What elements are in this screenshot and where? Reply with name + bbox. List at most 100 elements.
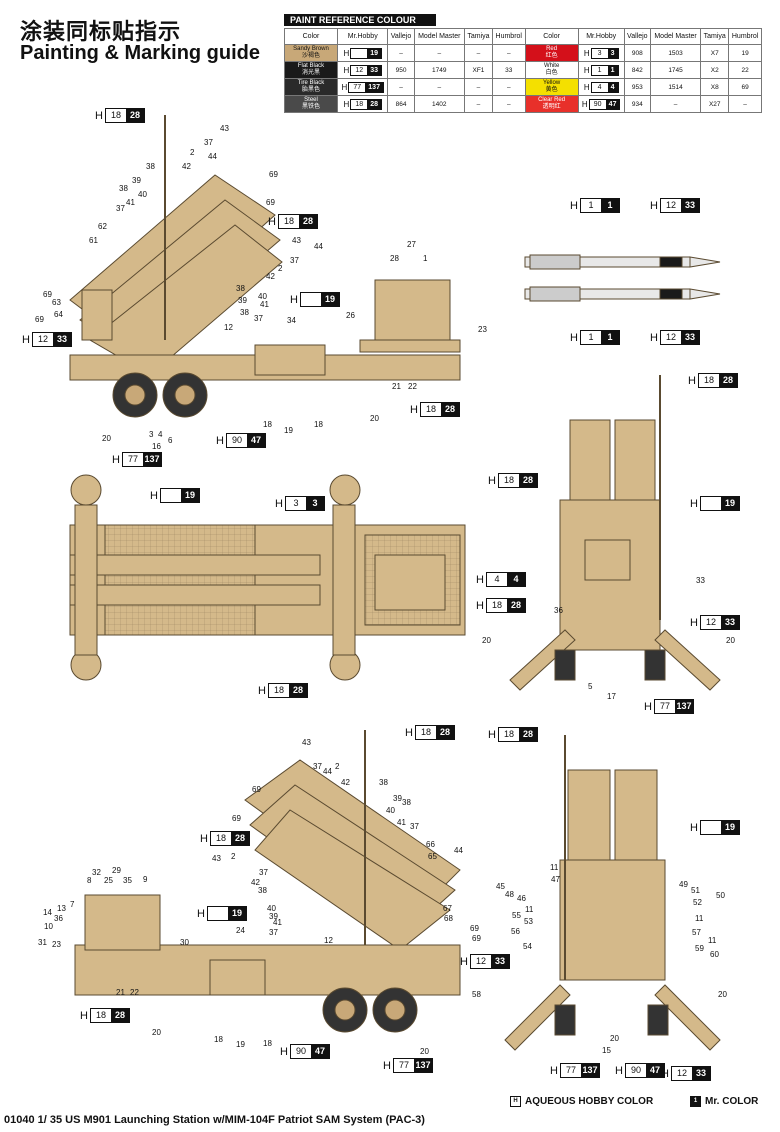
color-name-cn: 透明红 bbox=[542, 104, 561, 110]
part-number: 37 bbox=[254, 314, 263, 323]
part-number: 42 bbox=[341, 778, 350, 787]
callout-code-dark: 28 bbox=[440, 403, 459, 416]
part-number: 51 bbox=[691, 886, 700, 895]
col-tamiya: Tamiya bbox=[463, 28, 493, 45]
callout-prefix: H bbox=[290, 293, 298, 306]
part-number: 58 bbox=[472, 990, 481, 999]
color-name: Red bbox=[546, 46, 558, 52]
part-number: 38 bbox=[379, 778, 388, 787]
part-number: 20 bbox=[370, 414, 379, 423]
callout-code-dark: 19 bbox=[320, 293, 339, 306]
color-name-cn: 黄色 bbox=[545, 87, 558, 93]
callout-code-dark: 33 bbox=[680, 199, 699, 212]
callout-code-light: 90 bbox=[625, 1064, 646, 1077]
part-number: 53 bbox=[524, 917, 533, 926]
callout-code-light: 18 bbox=[698, 374, 719, 387]
part-number: 20 bbox=[102, 434, 111, 443]
part-number: 7 bbox=[70, 900, 75, 909]
part-number: 37 bbox=[116, 204, 125, 213]
part-number: 2 bbox=[190, 148, 195, 157]
part-number: 1 bbox=[423, 254, 428, 263]
part-number: 24 bbox=[236, 926, 245, 935]
part-number: 42 bbox=[182, 162, 191, 171]
part-number: 61 bbox=[89, 236, 98, 245]
callout-code-light bbox=[300, 293, 321, 306]
part-number: 13 bbox=[57, 904, 66, 913]
part-number: 2 bbox=[231, 852, 236, 861]
callout-code-dark: 28 bbox=[110, 1009, 129, 1022]
callout-code-dark: 47 bbox=[246, 434, 265, 447]
part-number: 48 bbox=[505, 890, 514, 899]
part-number: 37 bbox=[204, 138, 213, 147]
part-number: 57 bbox=[692, 928, 701, 937]
part-number: 9 bbox=[143, 875, 148, 884]
callout-code-light: 18 bbox=[498, 474, 519, 487]
callout-code-light: 12 bbox=[700, 616, 721, 629]
hobby-code-light: 1 bbox=[591, 65, 608, 75]
callout-prefix: H bbox=[80, 1009, 88, 1022]
part-number: 43 bbox=[302, 738, 311, 747]
callout-prefix: H bbox=[488, 728, 496, 741]
tamiya-left: – bbox=[463, 95, 493, 113]
part-number: 20 bbox=[420, 1047, 429, 1056]
part-number: 69 bbox=[232, 814, 241, 823]
callout-code-dark: 1 bbox=[600, 331, 619, 344]
callout-prefix: H bbox=[570, 199, 578, 212]
part-number: 3 bbox=[149, 430, 154, 439]
part-number: 14 bbox=[43, 908, 52, 917]
part-number: 17 bbox=[607, 692, 616, 701]
callout-code-light: 12 bbox=[660, 331, 681, 344]
callout-prefix: H bbox=[383, 1059, 391, 1072]
part-number: 23 bbox=[52, 940, 61, 949]
part-number: 4 bbox=[158, 430, 163, 439]
color-name-cn: 白色 bbox=[545, 70, 558, 76]
part-number: 20 bbox=[152, 1028, 161, 1037]
part-number: 42 bbox=[266, 272, 275, 281]
tamiya-right: X27 bbox=[700, 95, 730, 113]
part-number: 59 bbox=[695, 944, 704, 953]
part-number: 19 bbox=[284, 426, 293, 435]
part-number: 69 bbox=[470, 924, 479, 933]
callout-code-dark: 28 bbox=[298, 215, 317, 228]
callout-code-dark: 19 bbox=[227, 907, 246, 920]
callout-prefix: H bbox=[650, 199, 658, 212]
hobby-code-light: 18 bbox=[351, 99, 368, 109]
callout-code-dark: 33 bbox=[490, 955, 509, 968]
callout-prefix: H bbox=[405, 726, 413, 739]
part-number: 37 bbox=[410, 822, 419, 831]
part-number: 41 bbox=[260, 300, 269, 309]
callout-code-dark: 137 bbox=[674, 700, 693, 713]
part-number: 41 bbox=[397, 818, 406, 827]
part-number: 18 bbox=[263, 1039, 272, 1048]
color-name-cn: 黑铁色 bbox=[301, 104, 320, 110]
callout-prefix: H bbox=[476, 599, 484, 612]
part-number: 10 bbox=[44, 922, 53, 931]
callout-prefix: H bbox=[112, 453, 120, 466]
callout-prefix: H bbox=[644, 700, 652, 713]
callout-code-dark: 4 bbox=[506, 573, 525, 586]
callout-code-dark: 19 bbox=[720, 497, 739, 510]
callout-code-dark: 47 bbox=[645, 1064, 664, 1077]
callout-prefix: H bbox=[275, 497, 283, 510]
callout-code-light: 1 bbox=[580, 331, 601, 344]
callout-prefix: H bbox=[550, 1064, 558, 1077]
color-name-cn: 胎黑色 bbox=[301, 87, 320, 93]
col-modelmaster-2: Model Master bbox=[649, 28, 702, 45]
color-name: Sandy Brown bbox=[293, 46, 329, 52]
col-modelmaster: Model Master bbox=[413, 28, 465, 45]
part-number: 31 bbox=[38, 938, 47, 947]
modelmaster-right: – bbox=[649, 95, 702, 113]
paint-table-header-row: Color Mr.Hobby Vallejo Model Master Tami… bbox=[284, 28, 762, 45]
